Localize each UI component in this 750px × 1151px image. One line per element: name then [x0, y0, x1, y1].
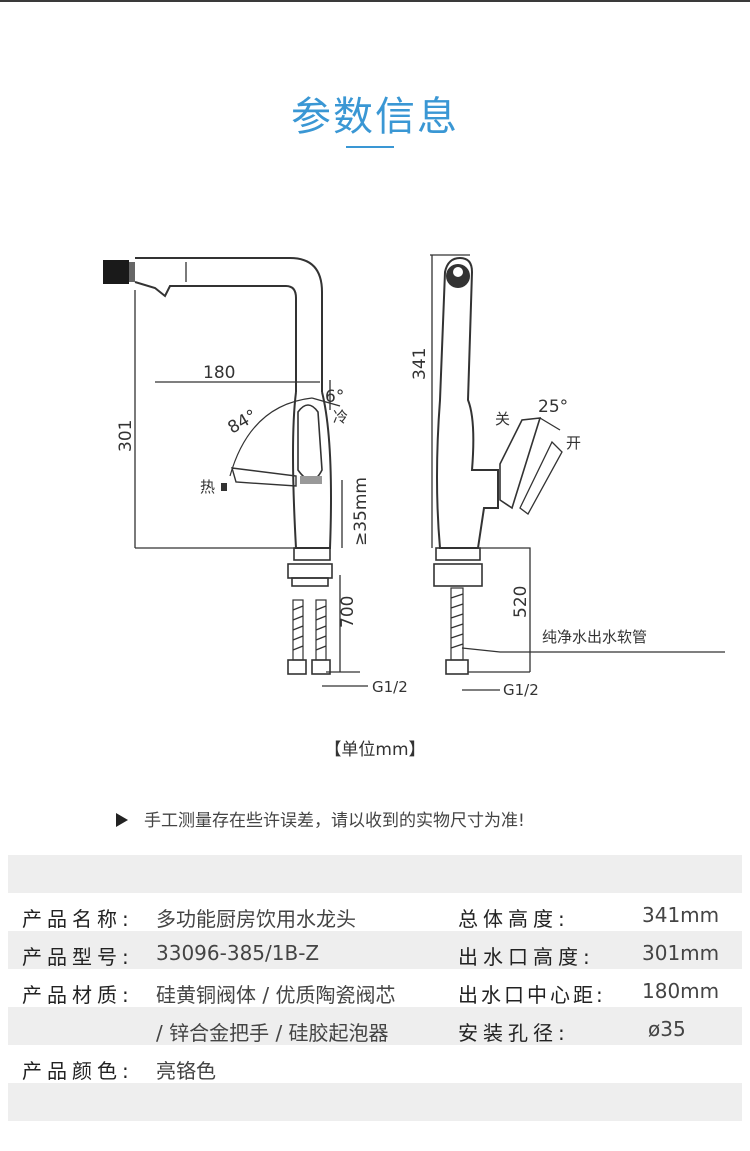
label-close: 关	[495, 410, 510, 428]
spec-row-material: 产品材质: 硅黄铜阀体 / 优质陶瓷阀芯 出水口中心距: 180mm	[0, 971, 750, 1009]
spec-band-top	[8, 855, 742, 893]
spec-key-outlet-height: 出水口高度:	[458, 945, 595, 969]
aerator-block	[103, 260, 129, 284]
dim-hole-size: ≥35mm	[351, 477, 371, 546]
spec-row-name: 产品名称: 多功能厨房饮用水龙头 总体高度: 341mm	[0, 895, 750, 933]
thread-side: G1/2	[503, 681, 539, 699]
spec-val-color: 亮铬色	[156, 1059, 216, 1083]
top-border	[0, 0, 750, 2]
spec-val-material-2: / 锌合金把手 / 硅胶起泡器	[156, 1021, 389, 1045]
title-underline	[346, 146, 394, 148]
hose-label: 纯净水出水软管	[542, 628, 647, 646]
spec-val-model: 33096-385/1B-Z	[156, 941, 320, 965]
spec-row-material-cont: / 锌合金把手 / 硅胶起泡器 安装孔径: ø35	[0, 1009, 750, 1047]
disclaimer-note: 手工测量存在些许误差，请以收到的实物尺寸为准!	[116, 806, 525, 831]
spec-row-model: 产品型号: 33096-385/1B-Z 出水口高度: 301mm	[0, 933, 750, 971]
spec-val-outlet-center: 180mm	[642, 979, 720, 1003]
spec-key-model: 产品型号:	[22, 945, 134, 969]
angle-hot: 84°	[225, 406, 261, 438]
play-arrow-icon	[116, 813, 128, 827]
label-cold: 冷	[333, 408, 348, 426]
spec-row-color: 产品颜色: 亮铬色	[0, 1047, 750, 1085]
spec-key-color: 产品颜色:	[22, 1059, 134, 1083]
spec-val-total-height: 341mm	[642, 903, 720, 927]
spec-key-total-height: 总体高度:	[458, 907, 570, 931]
spec-band-bottom	[8, 1083, 742, 1121]
thread-front: G1/2	[372, 678, 408, 696]
dim-total-height: 341	[410, 348, 430, 380]
spec-key-hole: 安装孔径:	[458, 1021, 570, 1045]
faucet-dimension-diagram: 180 301 84° 6° 冷 热 ≥35mm 700 G1/2 341 25…	[103, 254, 725, 699]
angle-open: 25°	[538, 397, 568, 417]
spec-key-name: 产品名称:	[22, 907, 134, 931]
angle-cold: 6°	[325, 387, 344, 407]
unit-note: 【单位mm】	[324, 740, 426, 760]
dim-hose-side: 520	[511, 586, 531, 618]
spec-val-hole: ø35	[648, 1017, 686, 1041]
spec-key-material: 产品材质:	[22, 983, 134, 1007]
spec-key-outlet-center: 出水口中心距:	[458, 983, 606, 1007]
spec-band-2	[8, 931, 742, 969]
spec-val-outlet-height: 301mm	[642, 941, 720, 965]
dim-hose-front: 700	[338, 596, 358, 628]
page-title: 参数信息	[291, 94, 459, 140]
label-hot: 热	[200, 478, 215, 496]
spec-val-material-1: 硅黄铜阀体 / 优质陶瓷阀芯	[156, 983, 396, 1007]
dim-outlet-height: 301	[116, 420, 136, 452]
dim-spout-reach: 180	[203, 363, 235, 383]
disclaimer-text: 手工测量存在些许误差，请以收到的实物尺寸为准!	[144, 811, 525, 831]
spec-val-name: 多功能厨房饮用水龙头	[156, 907, 356, 931]
spec-band-4	[8, 1007, 742, 1045]
label-open: 开	[566, 434, 581, 452]
